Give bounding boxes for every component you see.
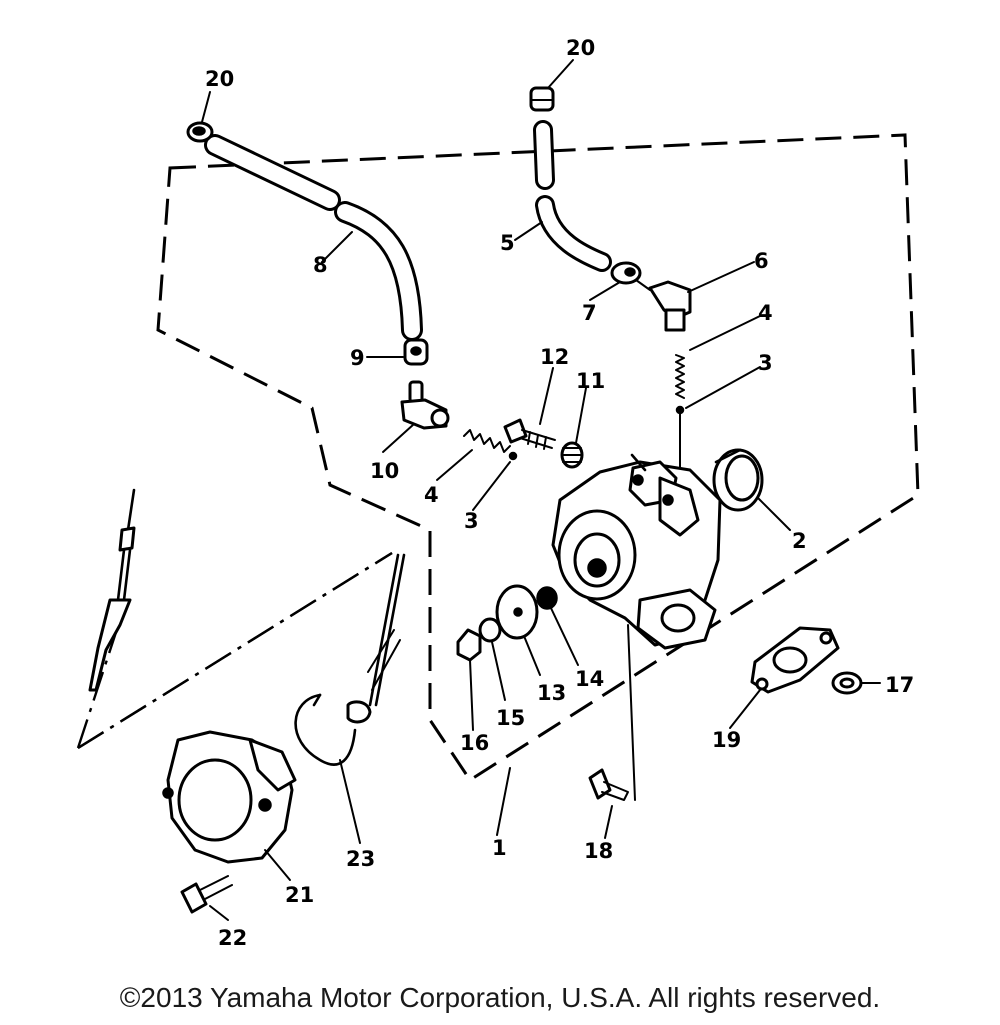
callout-4-right: 4 [758,301,773,325]
pump-cable-23 [294,553,406,766]
fuel-hose-left [204,134,423,341]
fuel-hose-right [533,120,612,272]
oil-seal-2 [712,448,764,512]
callout-6: 6 [754,249,769,273]
elbow-fitting-10 [400,380,450,430]
copyright-notice: ©2013 Yamaha Motor Corporation, U.S.A. A… [119,982,881,1013]
pump-cover-21 [162,730,297,864]
callout-19: 19 [712,728,741,752]
spring-right [675,354,685,471]
callout-20-left: 20 [205,67,234,91]
screw-12 [503,418,556,450]
drive-gear-13 [495,584,539,640]
callout-2: 2 [792,529,807,553]
callout-7: 7 [582,301,597,325]
callout-16: 16 [460,731,489,755]
callout-leader-lines [201,59,881,921]
nut-16 [456,628,482,662]
callout-15: 15 [496,706,525,730]
oil-pump-body [551,453,722,650]
callout-1: 1 [492,836,507,860]
callout-8: 8 [313,253,328,277]
callout-9: 9 [350,346,365,370]
hose-clamp-7 [610,261,642,285]
callout-5: 5 [500,231,515,255]
cable-routing-line [77,551,393,750]
callout-14: 14 [575,667,604,691]
callout-12: 12 [540,345,569,369]
washer-14 [536,586,558,610]
callout-3-right: 3 [758,351,773,375]
collar-15 [478,617,502,643]
gasket-19 [750,626,840,694]
callout-13: 13 [537,681,566,705]
washer-17 [831,671,863,695]
callout-20-right: 20 [566,36,595,60]
assembly-boundary-outline [156,133,920,783]
spring-11 [560,441,584,469]
callout-17: 17 [885,673,914,697]
hose-clamp-right [529,86,555,112]
throttle-cable [88,488,136,692]
elbow-fitting-6 [635,279,692,332]
callout-11: 11 [576,369,605,393]
callout-23: 23 [346,847,375,871]
spring-left [463,429,518,461]
bolt-18 [588,624,636,801]
callout-18: 18 [584,839,613,863]
callout-10: 10 [370,459,399,483]
hose-clamp-left [186,121,214,143]
callout-21: 21 [285,883,314,907]
callout-22: 22 [218,926,247,950]
callout-3-left: 3 [464,509,479,533]
hose-clamp-9 [403,338,429,366]
screw-22 [180,875,233,914]
callout-4-left: 4 [424,483,439,507]
